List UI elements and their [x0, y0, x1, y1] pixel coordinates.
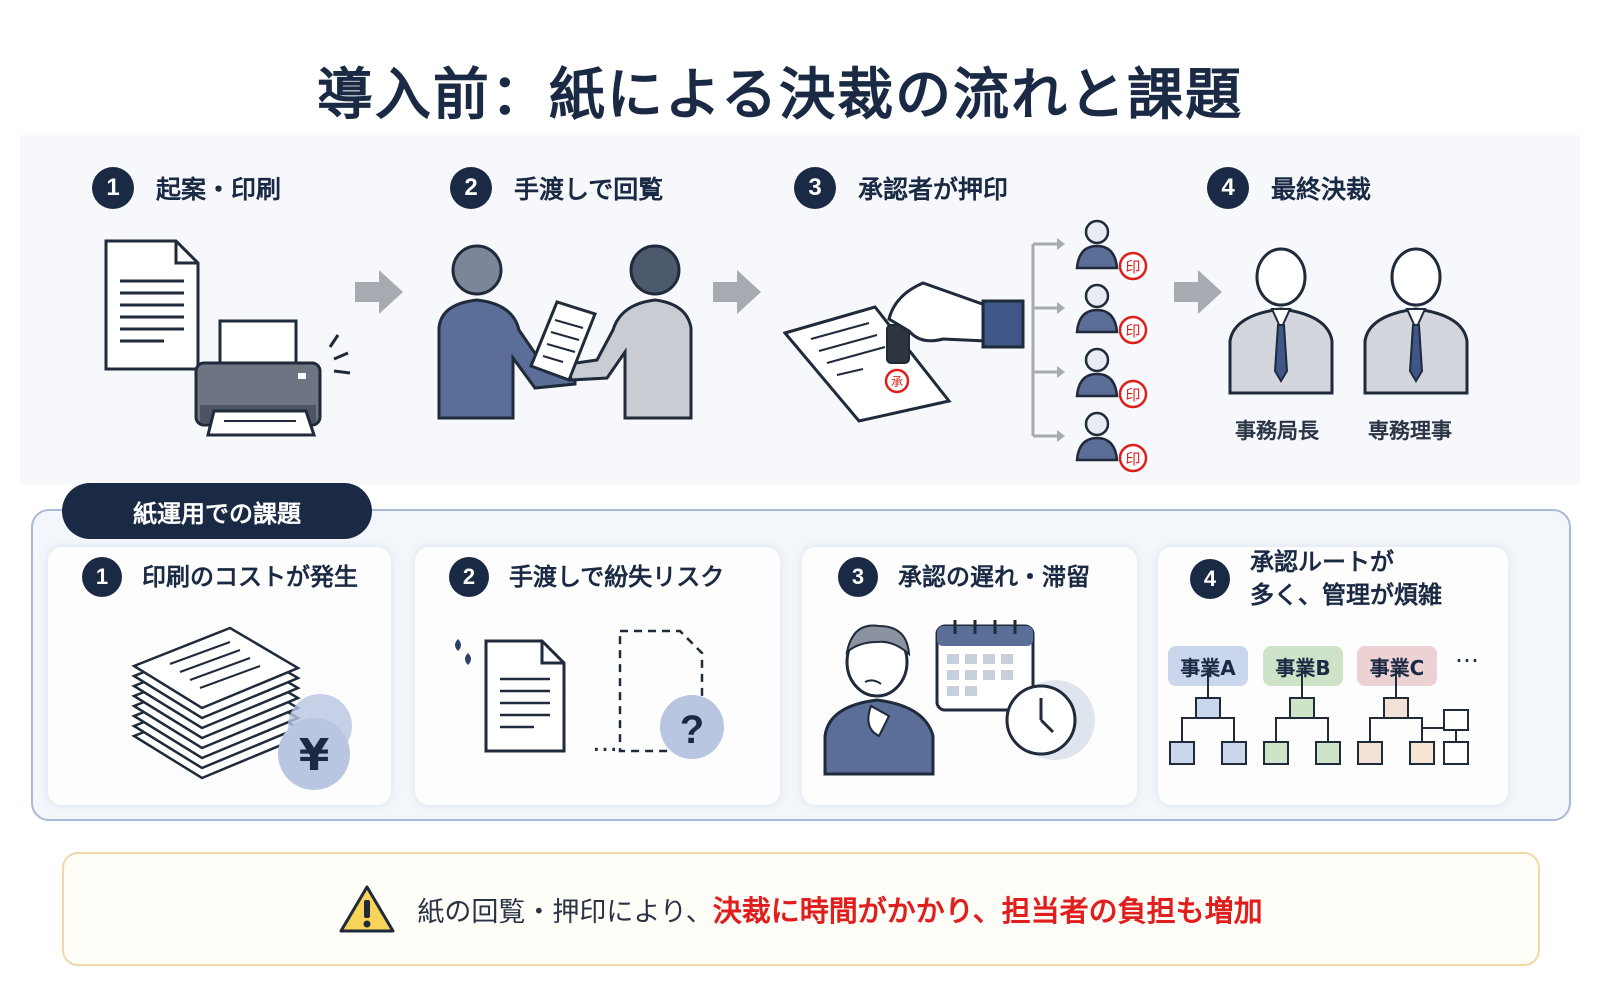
issue-label-line1: 承認ルートが [1250, 548, 1394, 576]
warning-text: 紙の回覧・押印により、決裁に時間がかかり、担当者の負担も増加 [417, 888, 1262, 930]
step-number: 1 [92, 167, 134, 209]
issue-1-header: 1 印刷のコストが発生 [82, 557, 358, 597]
issue-label: 承認ルートが 多く、管理が煩雑 [1250, 546, 1442, 612]
svg-text:承: 承 [891, 375, 903, 389]
flow-arrow [713, 270, 761, 314]
role-label: 専務理事 [1368, 419, 1452, 443]
seal-char: 印 [1125, 258, 1140, 276]
executive-left [1228, 247, 1334, 395]
issue-label-line2: 多く、管理が煩雑 [1250, 581, 1442, 609]
handover-icon [437, 244, 693, 420]
page-title: 導入前：紙による決裁の流れと課題 [316, 63, 1244, 128]
step-label: 手渡しで回覧 [514, 175, 664, 204]
role-label: 事務局長 [1235, 419, 1319, 443]
question-icon: ? [680, 708, 704, 752]
issue-number: 1 [82, 557, 122, 597]
flow-arrow [355, 270, 403, 314]
warning-highlight: 決裁に時間がかかり、担当者の負担も増加 [712, 894, 1263, 928]
seal-char: 印 [1125, 386, 1140, 404]
step-label: 起案・印刷 [156, 175, 282, 204]
flow-arrow [1174, 270, 1222, 314]
issue-label: 印刷のコストが発生 [142, 562, 358, 591]
approver-icon [1075, 347, 1119, 398]
seal-char: 印 [1125, 322, 1140, 340]
route-pill-b: 事業B [1263, 646, 1343, 686]
document-icon [104, 239, 200, 371]
step-number: 2 [450, 167, 492, 209]
clock-icon [1005, 680, 1095, 760]
executive-right [1363, 247, 1469, 395]
seal-char: 印 [1125, 450, 1140, 468]
issue-number: 2 [449, 557, 489, 597]
issues-heading: 紙運用での課題 [62, 483, 372, 539]
ellipsis: … [592, 728, 618, 758]
step-3: 3 承認者が押印 [794, 167, 1009, 209]
approver-icon [1075, 411, 1119, 462]
step-label: 最終決裁 [1271, 175, 1372, 204]
lost-document-icon: … ? [455, 629, 724, 759]
stamp-icon: 承 [783, 281, 1025, 423]
step-1: 1 起案・印刷 [92, 167, 282, 209]
worried-person-icon [823, 624, 935, 776]
issue-2-header: 2 手渡しで紛失リスク [449, 557, 724, 597]
approver-icon [1075, 219, 1119, 270]
step-2: 2 手渡しで回覧 [450, 167, 664, 209]
step-label: 承認者が押印 [858, 175, 1009, 204]
step-number: 3 [794, 167, 836, 209]
yen-icon: ¥ [299, 730, 330, 781]
document-printer-illustration [104, 239, 351, 437]
issue-4-header: 4 承認ルートが 多く、管理が煩雑 [1190, 546, 1442, 612]
issue-3-header: 3 承認の遅れ・滞留 [838, 557, 1090, 597]
warning-icon [339, 885, 395, 933]
paper-stack-icon: ¥ [131, 626, 352, 790]
warning-banner: 紙の回覧・押印により、決裁に時間がかかり、担当者の負担も増加 [62, 852, 1540, 966]
executive-icon [1228, 247, 1469, 395]
step-4: 4 最終決裁 [1207, 167, 1372, 209]
warning-prefix: 紙の回覧・押印により、 [417, 897, 713, 928]
step-number: 4 [1207, 167, 1249, 209]
issue-number: 4 [1190, 559, 1230, 599]
printer-icon [194, 319, 351, 437]
routes-more: … [1455, 640, 1479, 668]
calendar-icon [935, 620, 1035, 712]
approver-icon [1075, 283, 1119, 334]
org-tree-icon [1169, 668, 1469, 765]
issue-number: 3 [838, 557, 878, 597]
issue-label: 手渡しで紛失リスク [509, 562, 725, 591]
approver-chain: 印 印 印 印 [1031, 219, 1148, 473]
delay-illustration [823, 620, 1095, 776]
issue-label: 承認の遅れ・滞留 [898, 562, 1090, 591]
